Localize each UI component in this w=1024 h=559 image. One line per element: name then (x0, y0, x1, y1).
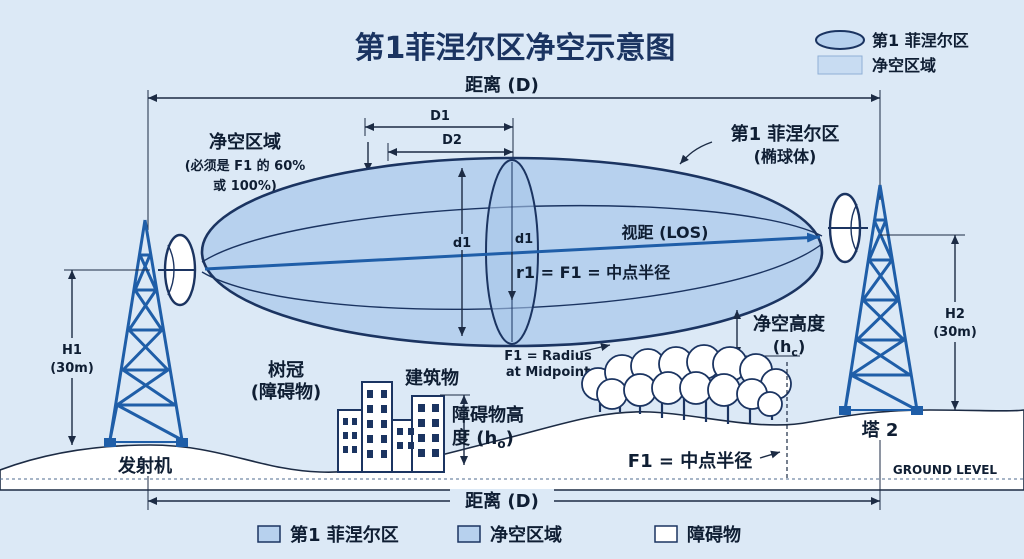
d1-vertical-label: d1 (453, 236, 471, 251)
canopy-sublabel: (障碍物) (251, 381, 321, 403)
h1-value: (30m) (50, 361, 94, 376)
legend-bottom-fresnel-label: 第1 菲涅尔区 (290, 524, 399, 546)
clearance-note-line3: 或 100%) (213, 178, 277, 194)
distance-top-label: 距离 (D) (465, 74, 539, 96)
tower2-label: 塔 2 (862, 419, 899, 441)
tree-canopy-obstacle (581, 344, 792, 424)
d1-vertical-label-bg (447, 234, 477, 250)
los-label: 视距 (LOS) (622, 223, 709, 242)
legend-bottom-clearance-label: 净空区域 (490, 524, 562, 546)
distance-top-label-bg (450, 74, 554, 96)
transmitter-label: 发射机 (117, 455, 172, 477)
clearance-note-line1: 净空区域 (209, 131, 281, 153)
d2-label: D2 (442, 133, 462, 148)
canopy-label: 树冠 (268, 359, 304, 381)
f1-radius-arrow (579, 343, 611, 353)
legend-clearance-swatch (817, 55, 863, 75)
legend-bottom-clearance-swatch (457, 525, 481, 543)
transmitter-tower (104, 219, 188, 447)
f1-radius-line2: at Midpoint (506, 365, 590, 380)
h2-value: (30m) (933, 325, 977, 340)
fresnel-note-line2: (椭球体) (754, 147, 817, 166)
f1-midpoint-arrow (759, 450, 781, 459)
h1-label: H1 (62, 343, 82, 358)
legend-bottom-obstacle-swatch (654, 525, 678, 543)
h1-label-bg (44, 338, 100, 378)
clearance-note-line2: (必须是 F1 的 60% (185, 158, 306, 174)
distance-bottom-label-bg (450, 489, 554, 513)
f1-radius-line1: F1 = Radius (504, 349, 592, 364)
receiver-dish-icon (828, 192, 868, 264)
legend-bottom-fresnel-swatch (257, 525, 281, 543)
clearance-height-label: 净空高度 (753, 313, 826, 335)
f1-midpoint-label: F1 = 中点半径 (628, 450, 752, 472)
legend-fresnel-swatch (815, 30, 865, 50)
h2-label-bg (927, 302, 983, 342)
d1-inner-label: d1 (515, 232, 533, 247)
ground-level-label: GROUND LEVEL (893, 463, 998, 477)
clearance-height-symbol: (hc) (773, 337, 806, 359)
legend-clearance-label: 净空区域 (872, 56, 936, 75)
legend-fresnel-label: 第1 菲涅尔区 (872, 31, 969, 50)
page-title: 第1菲涅尔区净空示意图 (355, 31, 676, 66)
legend-bottom-obstacle-label: 障碍物 (687, 524, 741, 546)
receiver-tower (839, 184, 923, 415)
fresnel-note-arrow (679, 141, 713, 165)
transmitter-dish-icon (158, 233, 197, 307)
obstacle-height-symbol: 度 (ho) (452, 427, 514, 451)
distance-bottom-label: 距离 (D) (465, 490, 539, 512)
d1-label: D1 (430, 109, 450, 124)
building-label: 建筑物 (405, 367, 459, 389)
buildings-obstacle (337, 381, 445, 473)
obstacle-height-label: 障碍物高 (452, 404, 524, 426)
h2-label: H2 (945, 307, 965, 322)
fresnel-note-line1: 第1 菲涅尔区 (731, 123, 840, 145)
r1-label: r1 = F1 = 中点半径 (516, 263, 670, 282)
